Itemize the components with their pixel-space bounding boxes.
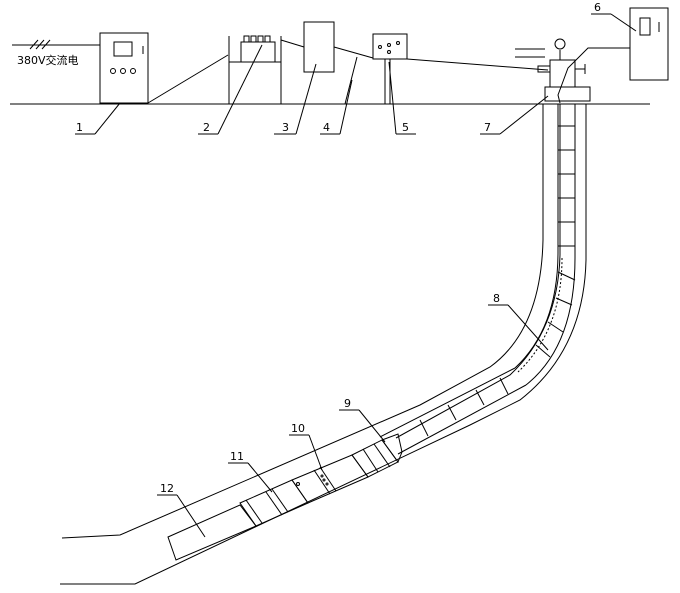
control-cabinet: [99, 32, 149, 104]
junction-box: [372, 33, 408, 104]
callout-5: 5: [402, 121, 409, 134]
callout-8: 8: [493, 292, 500, 305]
pump-section: [351, 433, 403, 478]
casing-curved: [514, 251, 576, 386]
downhole-cable: [395, 104, 561, 439]
wellbore-wall-upper: [61, 104, 544, 539]
callout-11: 11: [230, 450, 244, 463]
callout-12: 12: [160, 482, 174, 495]
power-cable-to-wellhead: [557, 47, 630, 104]
callout-4: 4: [323, 121, 330, 134]
cable-2-3: [280, 39, 305, 48]
callout-9: 9: [344, 397, 351, 410]
power-supply-label: 380V交流电: [17, 53, 79, 67]
callout-1: 1: [76, 121, 83, 134]
battery-stand: [228, 35, 282, 104]
transformer-box: [303, 21, 335, 73]
motor-section: [167, 504, 257, 561]
callout-leaders: [75, 13, 637, 538]
surface-control-panel: [629, 7, 669, 81]
wellbore-wall-lower: [60, 104, 587, 585]
casing-vertical: [557, 104, 576, 258]
callout-10: 10: [291, 422, 305, 435]
callout-7: 7: [484, 121, 491, 134]
cable-3-5: [333, 46, 374, 59]
callout-3: 3: [282, 121, 289, 134]
wellhead: [515, 38, 600, 105]
cable-4: [344, 56, 358, 105]
cable-1-2: [147, 54, 229, 104]
surface-cable: [406, 58, 549, 71]
cable-protector: [517, 257, 563, 373]
callout-2: 2: [203, 121, 210, 134]
tubing-string: [379, 367, 527, 455]
power-supply-line: [12, 39, 100, 50]
callout-6: 6: [594, 1, 601, 14]
